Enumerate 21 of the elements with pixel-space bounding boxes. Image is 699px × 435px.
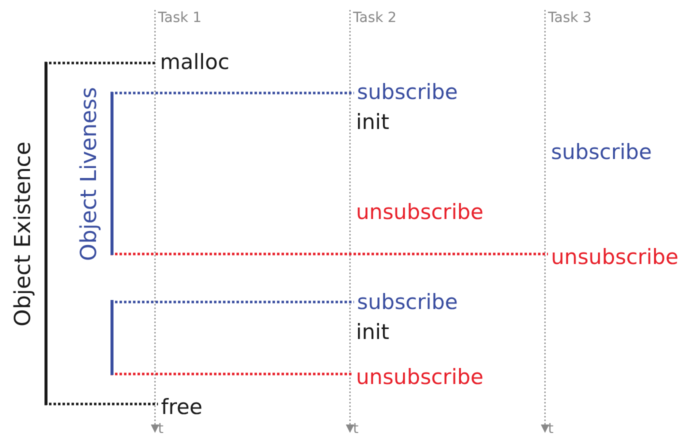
leader-line: [110, 372, 353, 376]
task-header: Task 1: [158, 10, 202, 26]
time-label: t: [158, 421, 164, 435]
event-label: unsubscribe: [356, 200, 484, 224]
event-label: free: [161, 395, 202, 419]
event-label: init: [356, 110, 390, 134]
bracket-label: Object Liveness: [78, 86, 102, 260]
task-header: Task 2: [353, 10, 397, 26]
event-label: malloc: [160, 50, 230, 74]
time-label: t: [353, 421, 358, 435]
task-header: Task 3: [548, 10, 592, 26]
event-label: init: [356, 320, 390, 344]
event-label: unsubscribe: [356, 365, 484, 389]
leader-line: [44, 402, 158, 406]
event-label: unsubscribe: [551, 245, 678, 269]
leader-line: [110, 252, 548, 256]
event-label: subscribe: [357, 290, 458, 314]
event-label: subscribe: [551, 140, 652, 164]
time-label: t: [548, 421, 554, 435]
event-label: subscribe: [357, 80, 458, 104]
bracket-label: Object Existence: [12, 141, 36, 326]
